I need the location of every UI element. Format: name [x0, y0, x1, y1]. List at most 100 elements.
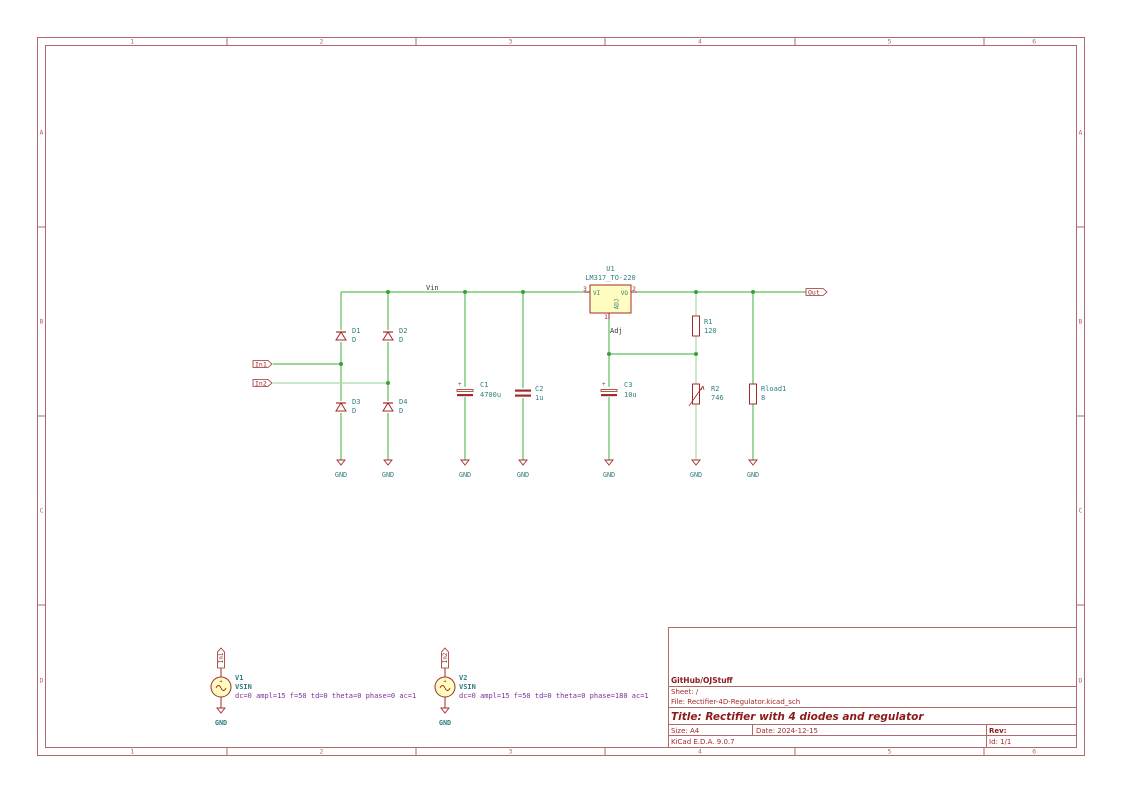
global-label-in1[interactable]: In1 [252, 360, 273, 369]
potentiometer-r2[interactable]: R2 746 [688, 383, 724, 407]
row-marker-left: A [40, 128, 44, 136]
ref-label: D4 [399, 398, 407, 406]
global-label-out[interactable]: Out [805, 288, 828, 297]
sheet-frame [37, 37, 1085, 756]
value-label: 8 [761, 394, 765, 402]
sheet-name: Sheet: / [671, 688, 699, 696]
pin-number-3: 3 [583, 285, 587, 293]
gnd-symbol: GND [747, 459, 759, 479]
column-marker-bottom: 6 [1032, 748, 1036, 756]
gnd-symbol: GND [603, 459, 615, 479]
column-marker-top: 4 [698, 38, 702, 46]
label-text: In1 [255, 361, 267, 369]
ref-label: U1 [606, 265, 614, 273]
net-label-vin: Vin [426, 284, 439, 292]
column-marker-bottom: 2 [320, 748, 324, 756]
global-label-in2[interactable]: In2 [441, 647, 450, 669]
gnd-label: GND [335, 471, 347, 479]
column-marker-top: 6 [1032, 38, 1036, 46]
column-marker-top: 5 [888, 38, 892, 46]
value-label: 1u [535, 394, 543, 402]
junction [386, 290, 390, 294]
row-marker-right: C [1079, 507, 1083, 515]
svg-text:+: + [219, 679, 223, 685]
junction [751, 290, 755, 294]
ground-symbols: GND GND GND GND GND GND GND [335, 459, 759, 479]
ref-label: C2 [535, 385, 543, 393]
diode-d2[interactable]: D2D [382, 327, 407, 344]
row-marker-right: B [1079, 318, 1083, 326]
column-marker-top: 1 [130, 38, 134, 46]
resistor-rload1[interactable]: Rload1 8 [749, 383, 787, 405]
row-marker-left: B [40, 318, 44, 326]
value-label: LM317_TO-220 [585, 274, 636, 282]
pin-name-vi: VI [593, 290, 601, 297]
sheet-size: Size: A4 [671, 727, 700, 735]
ref-label: V2 [459, 674, 467, 682]
net-label-adj: Adj [610, 327, 623, 335]
ref-label: D2 [399, 327, 407, 335]
file-name: File: Rectifier-4D-Regulator.kicad_sch [671, 698, 800, 706]
junction [694, 290, 698, 294]
title-block [668, 627, 1077, 748]
pin-number-2: 2 [632, 285, 636, 293]
column-marker-bottom: 4 [698, 748, 702, 756]
value-label: VSIN [235, 683, 252, 691]
svg-text:+: + [602, 381, 606, 388]
ref-label: R2 [711, 385, 719, 393]
diode-d4[interactable]: D4D [382, 398, 407, 415]
junction [339, 362, 343, 366]
gnd-label: GND [603, 471, 615, 479]
ref-label: Rload1 [761, 385, 786, 393]
row-marker-right: A [1079, 128, 1083, 136]
label-text: In2 [442, 652, 449, 663]
capacitor-c3[interactable]: + C3 10u [600, 381, 637, 399]
gnd-label: GND [215, 719, 227, 727]
gnd-label: GND [747, 471, 759, 479]
title-block-frame [668, 627, 1077, 748]
gnd-symbol: GND [690, 459, 702, 479]
gnd-symbol: GND [459, 459, 471, 479]
global-label-in2[interactable]: In2 [252, 379, 273, 388]
junction [607, 352, 611, 356]
global-label-in1[interactable]: In1 [217, 647, 226, 669]
column-marker-top: 3 [509, 38, 513, 46]
column-marker-bottom: 1 [130, 748, 134, 756]
value-label: D [399, 336, 403, 344]
capacitor-c2[interactable]: C2 1u [514, 385, 543, 402]
pin-name-adj: ADJ [614, 299, 621, 310]
label-text: In1 [218, 652, 225, 663]
ref-label: C3 [624, 381, 632, 389]
outer-border [37, 37, 1085, 756]
ref-label: D3 [352, 398, 360, 406]
resistor-r1[interactable]: R1 120 [692, 315, 717, 337]
label-text: In2 [255, 380, 267, 388]
value-label: 120 [704, 327, 717, 335]
wires [273, 291, 806, 460]
svg-text:+: + [443, 679, 447, 685]
company: GitHub/OJStuff [671, 676, 734, 685]
ref-label: D1 [352, 327, 360, 335]
row-marker-left: C [40, 507, 44, 515]
capacitor-c1[interactable]: + C1 4700u [456, 381, 501, 399]
regulator-u1[interactable]: U1 LM317_TO-220 VI VO ADJ 3 2 1 [583, 265, 637, 321]
column-marker-bottom: 5 [888, 748, 892, 756]
pin-name-vo: VO [621, 290, 629, 297]
column-marker-bottom: 3 [509, 748, 513, 756]
diode-d1[interactable]: D1D [335, 327, 360, 344]
gnd-symbol: GND [215, 707, 227, 727]
junction [694, 352, 698, 356]
diode-d3[interactable]: D3D [335, 398, 360, 415]
gnd-label: GND [382, 471, 394, 479]
value-label: D [352, 336, 356, 344]
gnd-symbol: GND [517, 459, 529, 479]
value-label: 10u [624, 391, 637, 399]
sim-params: dc=0 ampl=15 f=50 td=0 theta=0 phase=0 a… [235, 692, 416, 700]
value-label: VSIN [459, 683, 476, 691]
inner-border [45, 45, 1077, 748]
